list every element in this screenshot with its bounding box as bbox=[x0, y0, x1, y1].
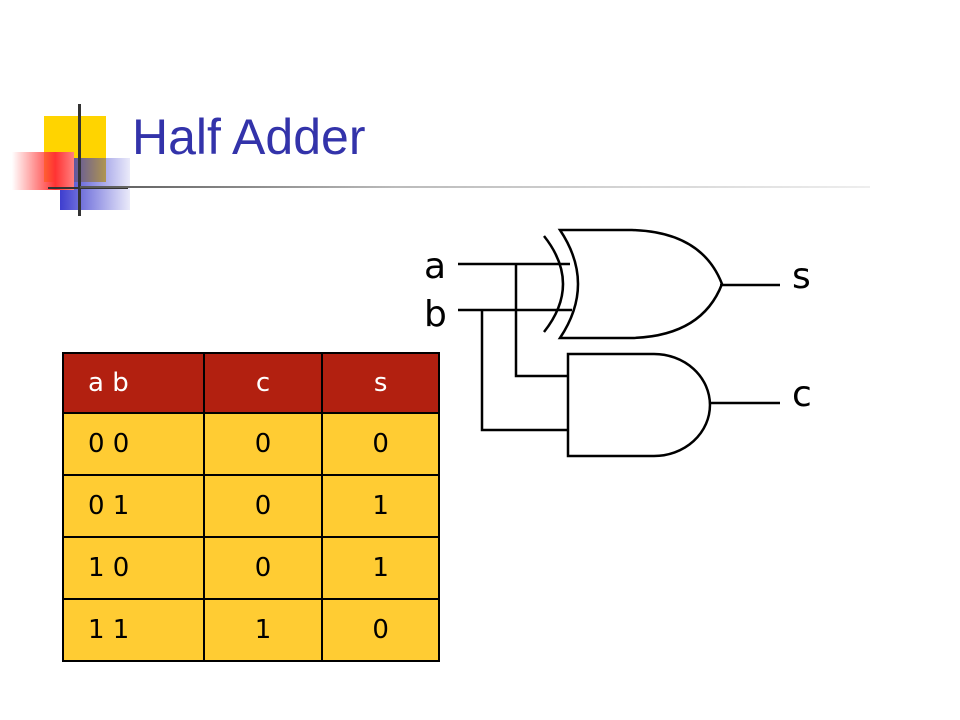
truth-table: a b c s 0 0 0 0 0 1 0 1 1 0 0 1 1 1 1 0 bbox=[62, 352, 440, 662]
input-label-b: b bbox=[424, 294, 447, 335]
cell-s: 0 bbox=[321, 412, 440, 476]
cell-ab: 0 0 bbox=[62, 412, 205, 476]
cell-ab: 0 1 bbox=[62, 474, 205, 538]
cell-ab: 1 0 bbox=[62, 536, 205, 600]
cell-c: 1 bbox=[202, 598, 324, 662]
slide-logo bbox=[0, 0, 140, 230]
logo-vertical-line bbox=[78, 104, 81, 216]
slide-title: Half Adder bbox=[132, 109, 366, 165]
logo-red-bar bbox=[12, 152, 74, 190]
xor-gate bbox=[557, 228, 724, 340]
table-row: 0 0 0 0 bbox=[62, 412, 440, 476]
cell-c: 0 bbox=[202, 474, 324, 538]
table-row: 1 1 1 0 bbox=[62, 598, 440, 662]
cell-s: 1 bbox=[321, 536, 440, 600]
wire-a-to-and bbox=[514, 264, 568, 378]
xor-gate-back-curve bbox=[543, 235, 565, 333]
output-label-c: c bbox=[792, 374, 812, 415]
output-label-s: s bbox=[792, 256, 811, 297]
truth-table-header: a b c s bbox=[62, 352, 440, 414]
cell-c: 0 bbox=[202, 412, 324, 476]
cell-c: 0 bbox=[202, 536, 324, 600]
header-s: s bbox=[321, 352, 440, 414]
header-ab: a b bbox=[62, 352, 205, 414]
header-c: c bbox=[202, 352, 324, 414]
wire-b-to-and bbox=[480, 310, 568, 432]
and-gate bbox=[566, 352, 712, 458]
logo-horizontal-line bbox=[48, 187, 128, 189]
cell-ab: 1 1 bbox=[62, 598, 205, 662]
input-label-a: a bbox=[424, 246, 446, 287]
cell-s: 1 bbox=[321, 474, 440, 538]
title-underline bbox=[80, 186, 870, 188]
table-row: 1 0 0 1 bbox=[62, 536, 440, 600]
table-row: 0 1 0 1 bbox=[62, 474, 440, 538]
cell-s: 0 bbox=[321, 598, 440, 662]
